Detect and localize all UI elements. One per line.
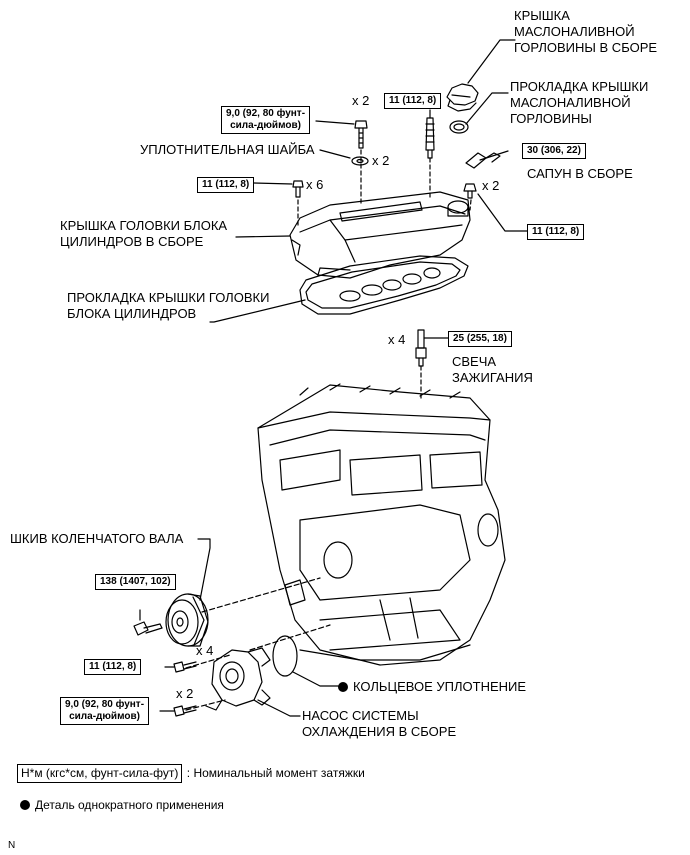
mult-seal-washer: x 2 <box>372 153 390 168</box>
mult-cover-nut-right: x 2 <box>482 178 500 193</box>
crank-bolt-part <box>133 609 163 636</box>
label-head-cover-gasket: ПРОКЛАДКА КРЫШКИ ГОЛОВКИ БЛОКА ЦИЛИНДРОВ <box>67 290 270 321</box>
torque-stud-top: 11 (112, 8) <box>384 93 442 109</box>
label-breather: САПУН В СБОРЕ <box>527 166 633 181</box>
cover-nut-right-part <box>463 183 477 199</box>
oil-filler-cap-part <box>446 83 479 112</box>
spark-plug-part <box>415 329 451 401</box>
legend-torque-box: Н*м (кгс*см, фунт-сила-фут) <box>17 764 183 783</box>
legend-torque: Н*м (кгс*см, фунт-сила-фут) : Номинальны… <box>17 764 365 784</box>
torque-spark-plug: 25 (255, 18) <box>448 331 512 347</box>
torque-cover-bolt: 9,0 (92, 80 фунт- сила-дюймов) <box>221 106 311 134</box>
seal-washer-part <box>351 156 369 166</box>
label-oil-filler-cap: КРЫШКА МАСЛОНАЛИВНОЙ ГОРЛОВИНЫ В СБОРЕ <box>514 8 658 55</box>
cover-bolt-part <box>315 120 368 149</box>
crankshaft-pulley-part <box>165 538 211 647</box>
torque-pump-bolt: 11 (112, 8) <box>84 659 142 675</box>
torque-pump-bolt2: 9,0 (92, 80 фунт- сила-дюймов) <box>60 697 150 725</box>
torque-breather: 30 (306, 22) <box>522 143 586 159</box>
legend-torque-text: : Номинальный момент затяжки <box>186 766 365 780</box>
water-pump-part <box>205 647 301 717</box>
pump-bolt-part <box>164 661 197 673</box>
breather-part <box>465 152 501 169</box>
mult-spark-plug: x 4 <box>388 332 406 347</box>
oil-filler-gasket-part <box>449 120 469 134</box>
engine-block-part <box>257 383 506 666</box>
torque-crank-pulley: 138 (1407, 102) <box>95 574 176 590</box>
legend-single-use: Деталь однократного применения <box>20 797 224 813</box>
label-o-ring: КОЛЬЦЕВОЕ УПЛОТНЕНИЕ <box>338 679 526 695</box>
head-cover-gasket-part <box>209 255 469 323</box>
o-ring-part <box>272 635 298 677</box>
head-cover-part <box>235 191 471 279</box>
single-use-marker-icon <box>338 682 348 692</box>
footer-code: N <box>8 840 16 851</box>
mult-cover-nut-left: x 6 <box>306 177 324 192</box>
stud-part <box>425 109 435 159</box>
label-crank-pulley: ШКИВ КОЛЕНЧАТОГО ВАЛА <box>10 531 184 546</box>
mult-pump-bolt2: x 2 <box>176 686 194 701</box>
cover-nut-part <box>253 180 304 198</box>
label-water-pump: НАСОС СИСТЕМЫ ОХЛАЖДЕНИЯ В СБОРЕ <box>302 708 457 739</box>
pump-bolt2-part <box>159 705 197 717</box>
mult-pump-bolt: x 4 <box>196 643 214 658</box>
torque-cover-nut-right: 11 (112, 8) <box>527 224 585 240</box>
label-oil-filler-gasket: ПРОКЛАДКА КРЫШКИ МАСЛОНАЛИВНОЙ ГОРЛОВИНЫ <box>510 79 649 126</box>
label-head-cover: КРЫШКА ГОЛОВКИ БЛОКА ЦИЛИНДРОВ В СБОРЕ <box>60 218 228 249</box>
mult-cover-bolt: x 2 <box>352 93 370 108</box>
label-spark-plug: СВЕЧА ЗАЖИГАНИЯ <box>452 354 533 385</box>
label-seal-washer: УПЛОТНИТЕЛЬНАЯ ШАЙБА <box>140 142 315 157</box>
torque-cover-nut-left: 11 (112, 8) <box>197 177 255 193</box>
single-use-legend-icon <box>20 800 30 810</box>
